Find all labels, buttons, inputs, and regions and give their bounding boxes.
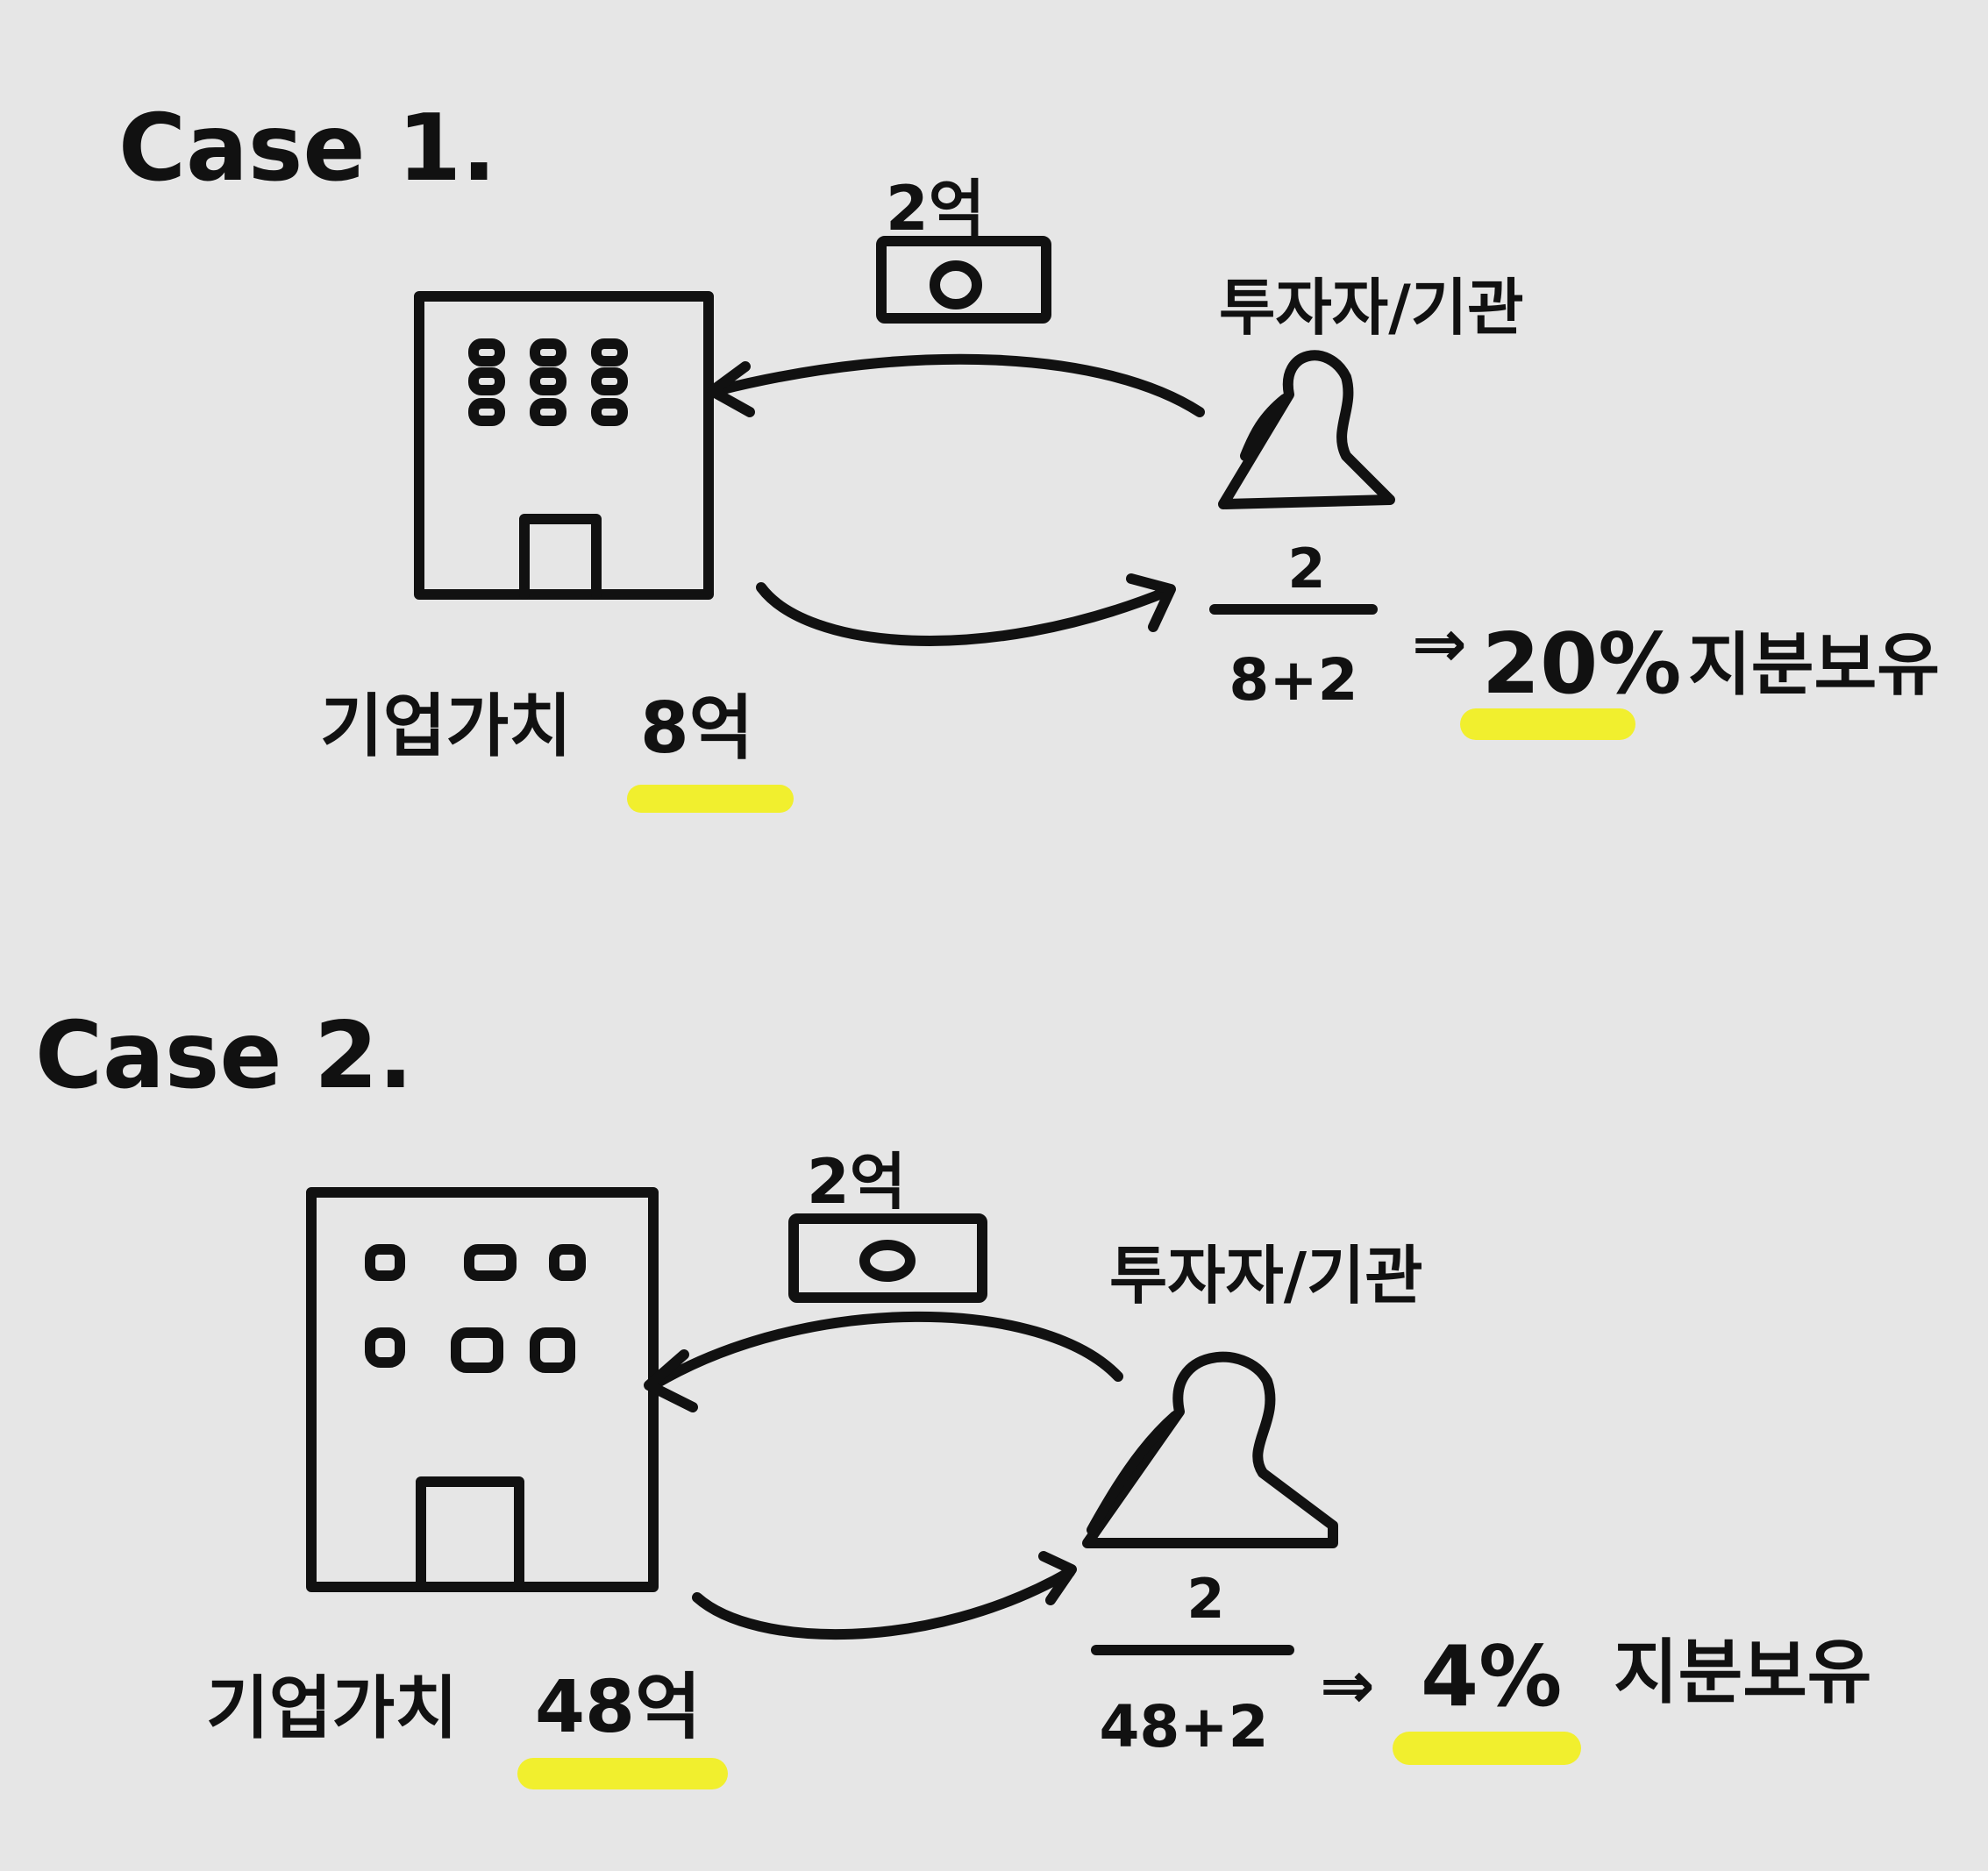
case-2-money-arrow bbox=[648, 1311, 1123, 1391]
case-2-building-icon bbox=[306, 1187, 659, 1592]
case-1: Case 1. 2억 투자자/기관 bbox=[118, 95, 1940, 813]
case-2-equity-percent: 4% bbox=[1421, 1629, 1562, 1725]
case-1-arrow-symbol: ⇒ bbox=[1412, 605, 1467, 682]
case-1-fraction-numerator: 2 bbox=[1287, 537, 1325, 601]
case-2-fraction-numerator: 2 bbox=[1186, 1567, 1224, 1631]
case-1-company-label: 기업가치 bbox=[320, 687, 572, 766]
case-2-arrow-symbol: ⇒ bbox=[1320, 1647, 1375, 1724]
case-2-investor-label: 투자자/기관 bbox=[1109, 1239, 1423, 1313]
case-2-title: Case 2. bbox=[35, 1002, 413, 1109]
case-1-fraction-denominator: 8+2 bbox=[1229, 646, 1357, 714]
case-1-equity-percent: 20% bbox=[1482, 616, 1681, 713]
case-2-value-highlight bbox=[517, 1758, 728, 1789]
case-2-percent-highlight bbox=[1393, 1732, 1581, 1765]
case-2-cash-icon bbox=[788, 1213, 987, 1303]
case-2-investor-icon bbox=[1082, 1351, 1338, 1548]
case-1-investor-icon bbox=[1218, 350, 1395, 509]
case-2-investment: 2억 bbox=[807, 1146, 906, 1218]
case-1-company-value: 8억 bbox=[640, 687, 753, 769]
case-2-fraction-denominator: 48+2 bbox=[1099, 1693, 1268, 1761]
case-1-title: Case 1. bbox=[118, 95, 496, 202]
case-2-company-label: 기업가치 bbox=[206, 1669, 458, 1748]
case-1-equity-arrow bbox=[756, 582, 1172, 646]
case-1-money-arrow bbox=[714, 353, 1205, 417]
case-2-company-value: 48억 bbox=[535, 1666, 702, 1749]
case-1-building-icon bbox=[414, 291, 714, 600]
case-1-equity-label: 지분보유 bbox=[1688, 626, 1940, 705]
case-2: Case 2. 2억 투자자/기관 기업가치 48억 2 bbox=[35, 1002, 1871, 1789]
case-1-value-highlight bbox=[627, 785, 794, 813]
case-1-investor-label: 투자자/기관 bbox=[1219, 272, 1524, 344]
case-2-equity-arrow bbox=[692, 1567, 1075, 1640]
case-2-equity-label: 지분보유 bbox=[1614, 1632, 1871, 1713]
case-1-investment: 2억 bbox=[886, 173, 985, 245]
case-1-cash-icon bbox=[876, 236, 1051, 324]
case-1-percent-highlight bbox=[1460, 708, 1635, 740]
